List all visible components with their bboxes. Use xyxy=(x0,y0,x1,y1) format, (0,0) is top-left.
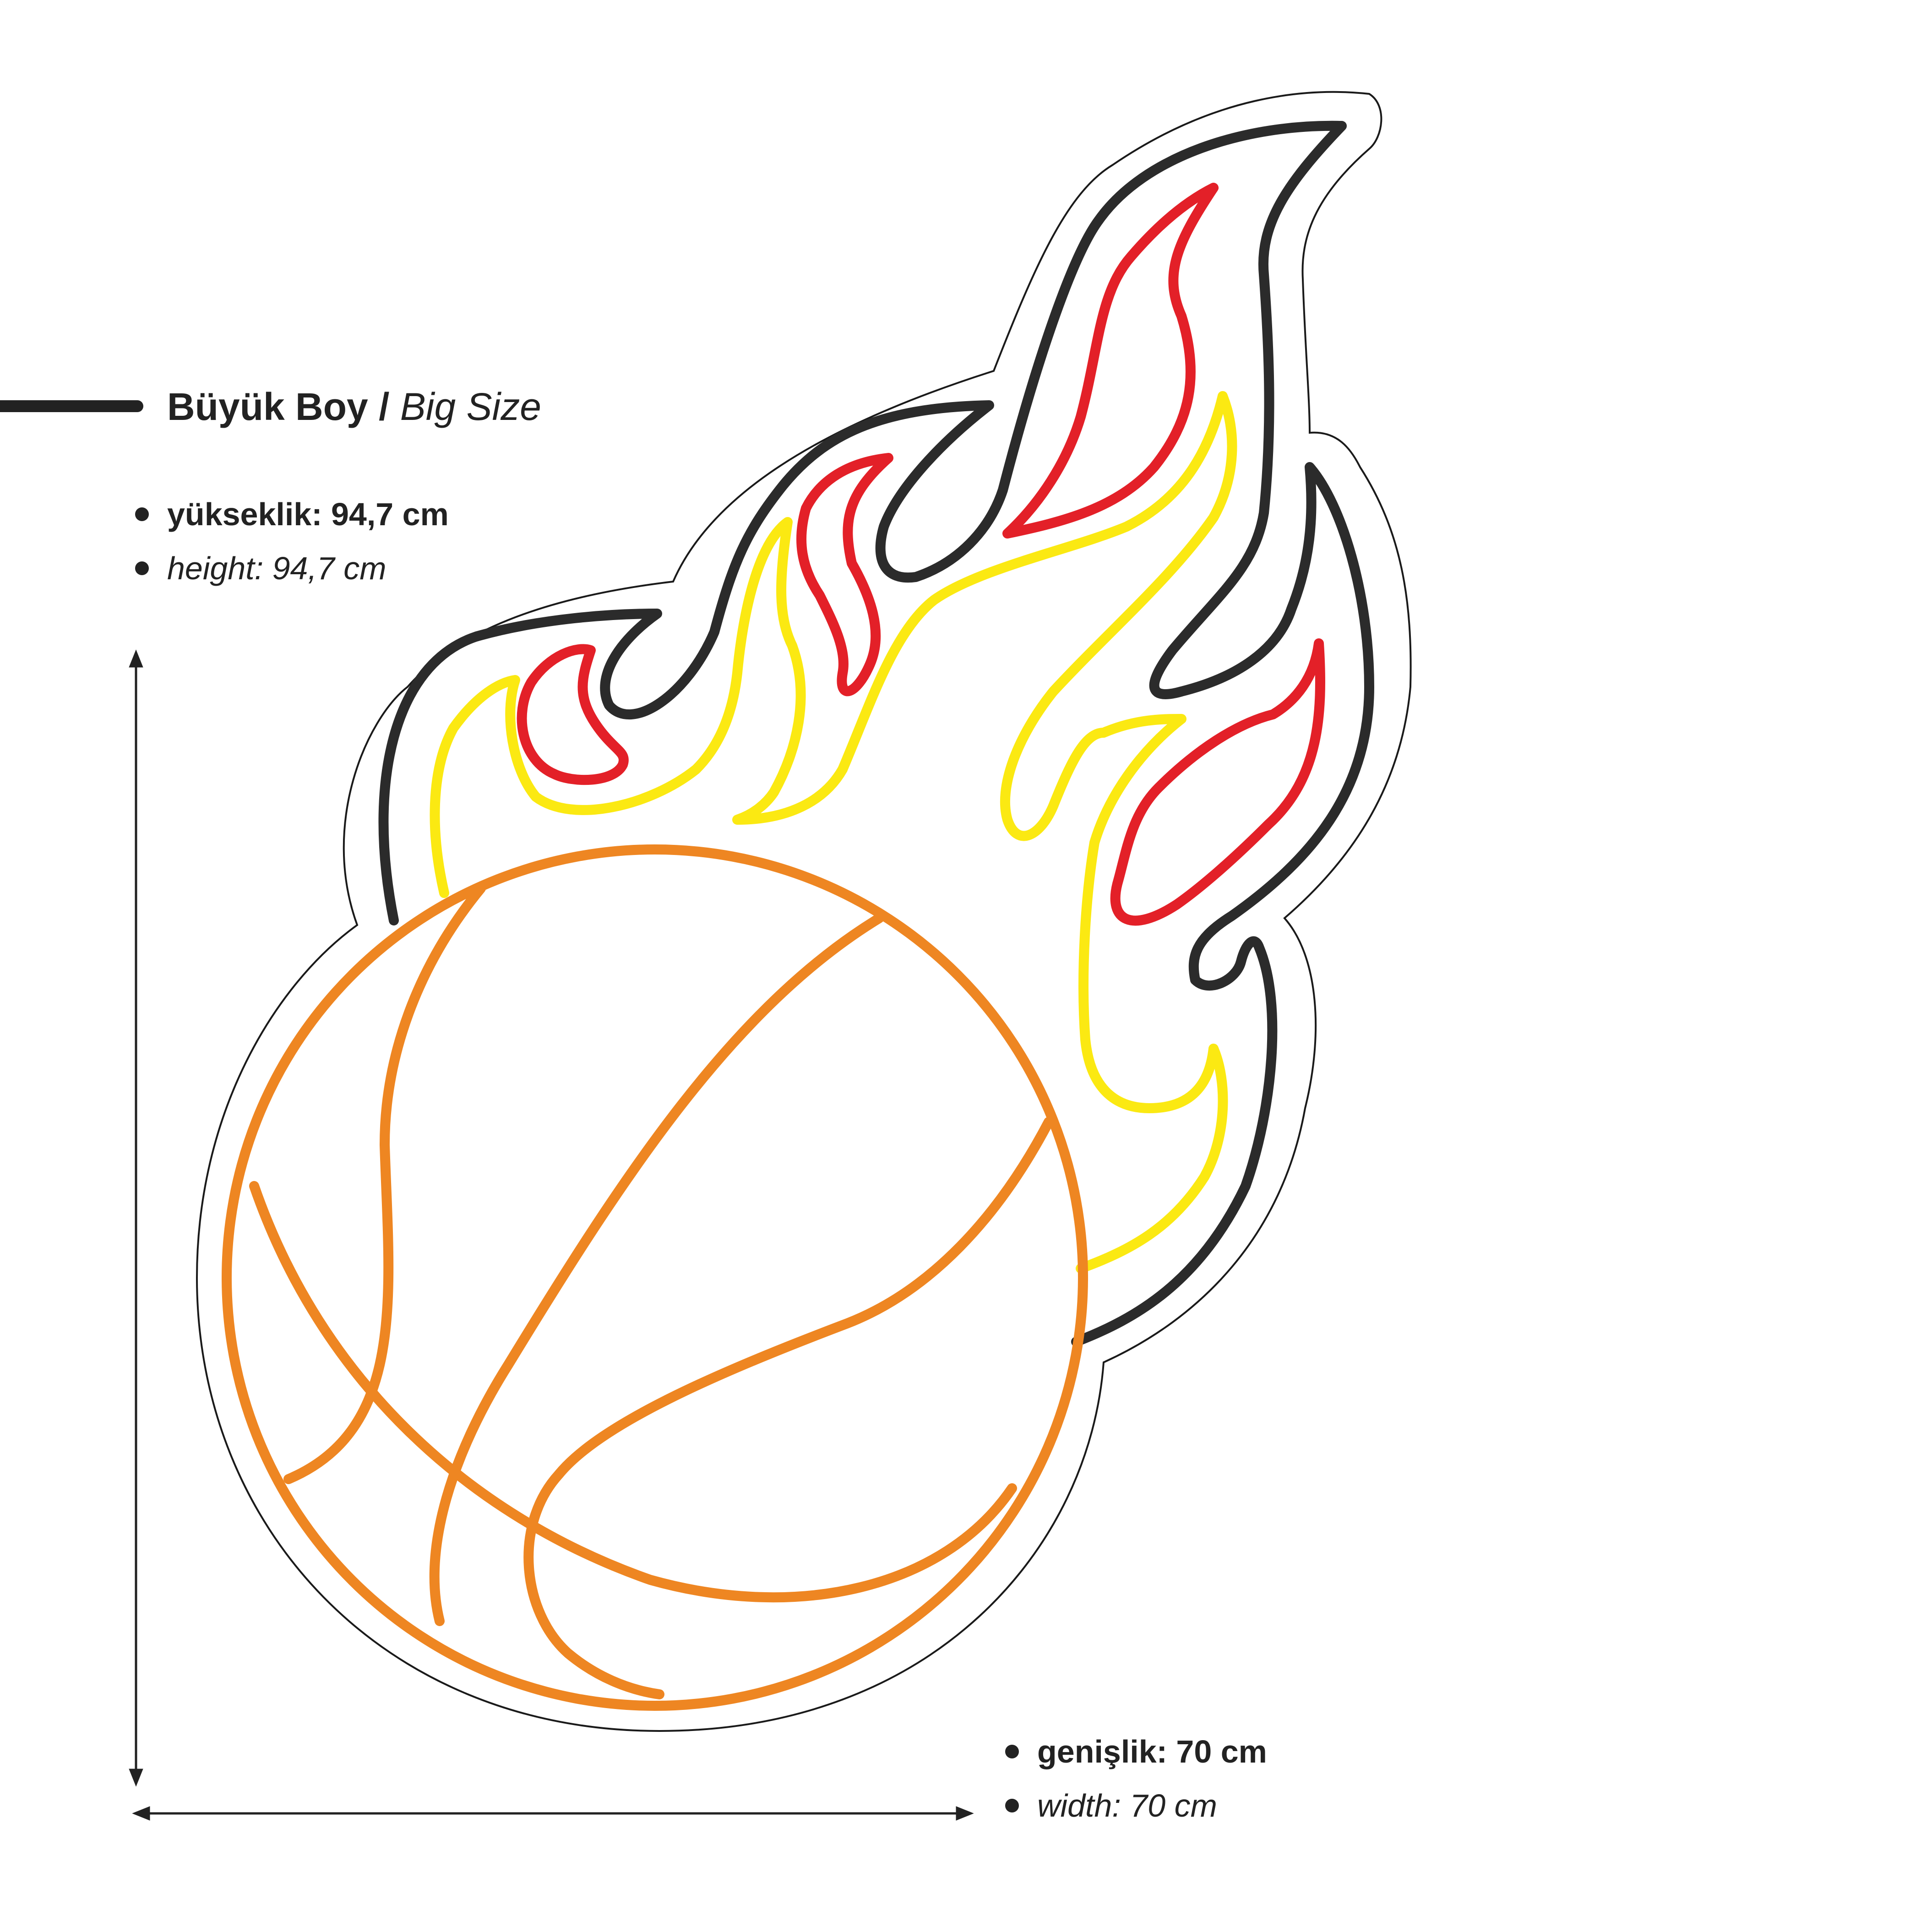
flame-red-top xyxy=(1002,183,1219,539)
size-heading-en: Big Size xyxy=(400,385,541,428)
bullet-icon xyxy=(1005,1745,1019,1758)
ball-seam-horizontal xyxy=(249,1181,1017,1603)
size-heading-tr: Büyük Boy xyxy=(167,385,368,428)
height-label-en: height: 94,7 cm xyxy=(167,550,386,586)
height-spec-en: height: 94,7 cm xyxy=(135,548,386,589)
height-label-tr: yükseklik: 94,7 cm xyxy=(167,496,449,532)
bullet-icon xyxy=(135,561,149,575)
bullet-icon xyxy=(135,507,149,521)
ball-outline xyxy=(222,844,1088,1711)
flame-yellow-left xyxy=(430,391,1237,1273)
width-spec-en: width: 70 cm xyxy=(1005,1785,1217,1826)
height-spec-tr: yükseklik: 94,7 cm xyxy=(135,494,449,535)
width-label-tr: genişlik: 70 cm xyxy=(1037,1734,1267,1769)
basketball xyxy=(222,844,1088,1711)
flame-red-middle xyxy=(796,453,893,697)
size-heading: Büyük Boy / Big Size xyxy=(167,384,541,430)
height-dimension-arrow xyxy=(129,649,143,1787)
acrylic-backboard-outline xyxy=(196,91,1412,1732)
flame-red-right xyxy=(1110,638,1325,926)
ball-seam-right xyxy=(523,1117,1054,1699)
flame-outer-black xyxy=(378,120,1374,1347)
size-heading-separator: / xyxy=(379,385,390,428)
ball-seam-diagonal xyxy=(429,913,884,1626)
ball-seam-left xyxy=(283,883,486,1484)
flame-red-left xyxy=(517,644,629,785)
width-dimension-arrow xyxy=(132,1806,974,1821)
width-spec-tr: genişlik: 70 cm xyxy=(1005,1731,1267,1772)
width-label-en: width: 70 cm xyxy=(1037,1788,1217,1823)
bullet-icon xyxy=(1005,1799,1019,1812)
